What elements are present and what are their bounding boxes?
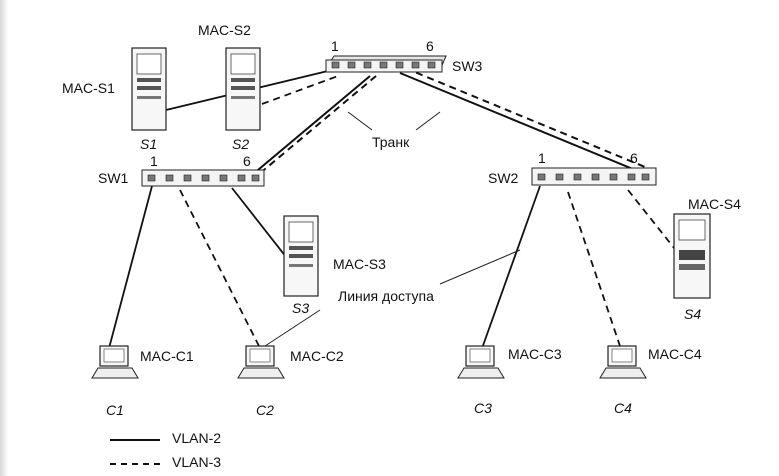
sw3-port-last: 6: [426, 38, 434, 54]
client-c4-mac: MAC-C4: [648, 346, 702, 362]
client-c1-label: C1: [106, 402, 124, 418]
server-s1: [131, 47, 167, 131]
client-c3-label: C3: [474, 400, 492, 416]
sw1-name: SW1: [98, 170, 129, 186]
sw1-port-last: 6: [243, 153, 251, 169]
sw3-name: SW3: [452, 58, 483, 74]
switch-sw3: [325, 55, 447, 73]
client-c1: [91, 345, 139, 379]
server-s3-mac: MAC-S3: [333, 256, 386, 272]
client-c2-mac: MAC-C2: [290, 348, 344, 364]
sw2-port-first: 1: [538, 150, 546, 166]
sw2-port-last: 6: [630, 150, 638, 166]
access-line-pointers: [261, 249, 521, 349]
trunk-sw3-sw1: [245, 75, 377, 181]
client-c4-label: C4: [614, 400, 632, 416]
legend-vlan2-swatch: [110, 439, 160, 441]
trunk-annotation: Транк: [372, 134, 410, 150]
client-c3-mac: MAC-C3: [508, 346, 562, 362]
server-s3: [283, 215, 319, 297]
server-s2: [225, 47, 261, 131]
sw2-name: SW2: [488, 170, 519, 186]
server-s2-mac: MAC-S2: [198, 22, 251, 38]
client-c2-label: C2: [256, 402, 274, 418]
legend-vlan2-label: VLAN-2: [172, 430, 222, 446]
link-sw2-c4: [567, 191, 623, 353]
sw1-port-first: 1: [150, 153, 158, 169]
server-s3-label: S3: [292, 300, 310, 316]
switch-sw2: [531, 167, 657, 186]
link-sw1-c2: [179, 189, 263, 353]
client-c4: [599, 345, 647, 379]
server-s2-label: S2: [232, 136, 250, 152]
scan-edge: [0, 0, 8, 476]
sw3-port-first: 1: [331, 38, 339, 54]
link-sw2-s4: [627, 189, 683, 259]
trunk-pointers: [347, 111, 441, 131]
server-s4: [673, 213, 711, 299]
link-sw2-c3: [479, 185, 541, 355]
client-c2: [237, 345, 285, 379]
server-s4-mac: MAC-S4: [688, 196, 741, 212]
access-line-annotation: Линия доступа: [338, 288, 434, 304]
client-c3: [457, 345, 505, 379]
switch-sw1: [141, 169, 265, 187]
trunk-sw3-sw2: [399, 67, 646, 173]
server-s4-label: S4: [684, 306, 702, 322]
legend-vlan3-label: VLAN-3: [172, 454, 222, 470]
link-sw1-c1: [107, 185, 153, 353]
link-s2-sw3: [261, 75, 339, 105]
client-c1-mac: MAC-C1: [140, 348, 194, 364]
server-s1-label: S1: [140, 136, 158, 152]
legend-vlan3-swatch: [110, 463, 160, 465]
server-s1-mac: MAC-S1: [62, 80, 115, 96]
link-sw1-s3: [231, 187, 291, 263]
